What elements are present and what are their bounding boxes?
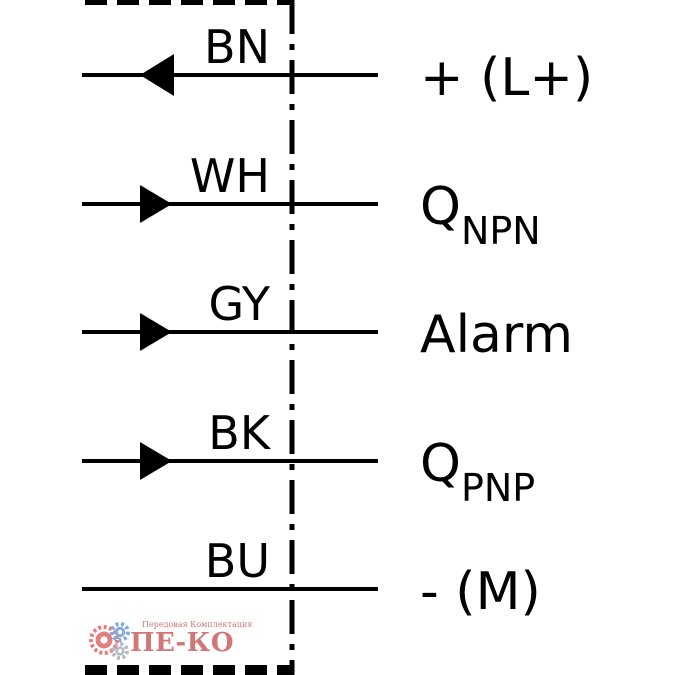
wire-gy: GY Alarm: [82, 277, 573, 365]
gear-teeth: [111, 642, 129, 660]
wire-bn: BN + (L+): [82, 20, 593, 108]
wire-color-code: GY: [209, 277, 271, 331]
wire-bk: BK QPNP: [82, 406, 535, 510]
wire-signal-label: Alarm: [420, 305, 573, 365]
gear-hub: [118, 649, 122, 653]
gear-teeth: [89, 625, 119, 655]
arrow-right-icon: [140, 185, 172, 223]
wire-signal-label: QNPN: [420, 177, 541, 253]
gear-hub: [117, 629, 123, 635]
gear-teeth: [110, 622, 130, 642]
watermark-tagline: Передовая Комплектация: [142, 620, 253, 629]
wire-signal-label: + (L+): [420, 48, 593, 108]
wire-signal-label: QPNP: [420, 434, 535, 510]
wire-bu: BU - (M): [82, 534, 541, 622]
wire-color-code: BU: [205, 534, 270, 588]
wire-wh: WH QNPN: [82, 149, 541, 253]
housing-border: [85, 0, 295, 675]
gear-hub: [100, 636, 108, 644]
arrow-left-icon: [140, 54, 174, 96]
watermark-logo: Передовая Комплектация ПЕ-КО: [86, 618, 252, 664]
watermark-name: ПЕ-КО: [130, 628, 234, 658]
arrow-right-icon: [140, 442, 172, 480]
watermark-gears-icon: [89, 622, 130, 660]
arrow-right-icon: [140, 313, 172, 351]
wire-color-code: WH: [190, 149, 270, 203]
wire-color-code: BN: [204, 20, 270, 74]
wire-signal-label: - (M): [420, 562, 541, 622]
wire-color-code: BK: [208, 406, 272, 460]
